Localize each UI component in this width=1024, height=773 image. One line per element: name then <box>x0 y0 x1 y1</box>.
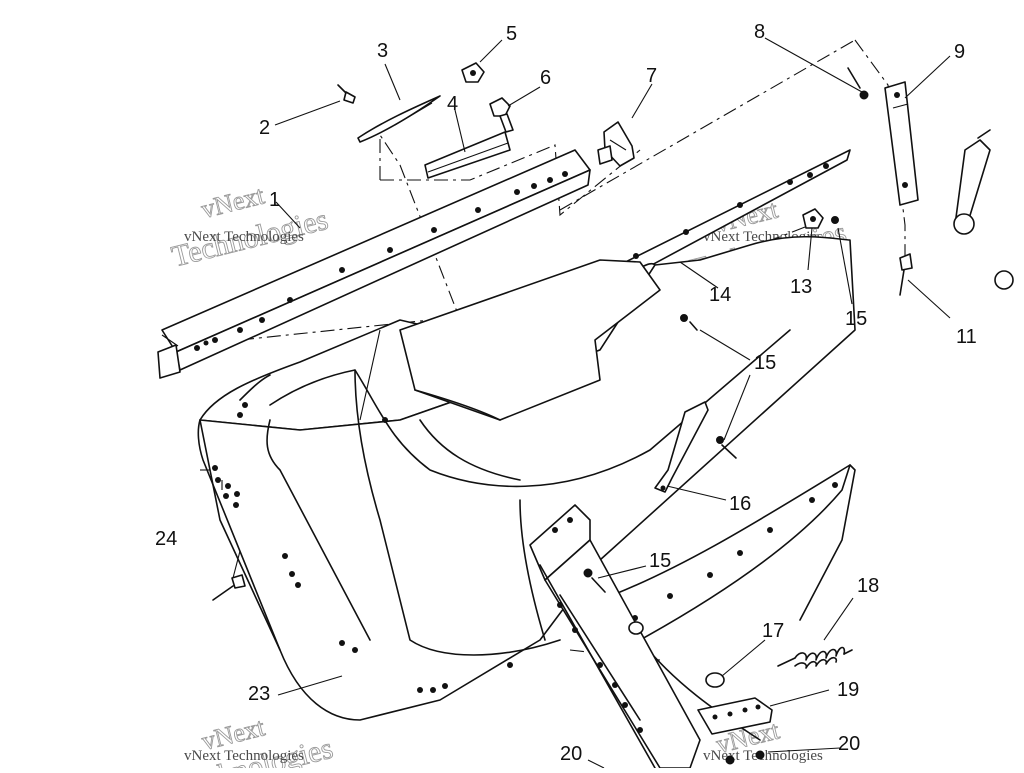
part-13-nut <box>802 208 824 229</box>
part-3-lens <box>357 95 441 143</box>
callout-2: 2 <box>259 117 270 139</box>
part-18-spring <box>777 646 853 669</box>
part-7-latch <box>597 121 635 167</box>
strut <box>953 129 1014 290</box>
svg-text:vNext Technologies: vNext Technologies <box>184 748 304 764</box>
part-17-plug <box>628 621 725 688</box>
callout-6: 6 <box>540 67 551 89</box>
callout-11: 11 <box>956 326 977 348</box>
callout-17: 17 <box>762 620 784 642</box>
part-16-bracket <box>654 401 709 493</box>
part-9-bracket <box>884 81 919 206</box>
callout-4: 4 <box>447 93 458 115</box>
callout-16: 16 <box>729 493 751 515</box>
svg-text:vNext: vNext <box>198 180 267 224</box>
callout-24: 24 <box>155 528 177 550</box>
callout-19: 19 <box>837 679 859 701</box>
callout-13: 13 <box>790 276 812 298</box>
callout-20-b: 20 <box>838 733 860 755</box>
callout-numbers: 1 2 3 4 5 6 7 8 9 11 13 14 15 15 15 15 1… <box>155 21 977 765</box>
callout-9: 9 <box>954 41 965 63</box>
part-6-bolt <box>489 97 514 133</box>
part-15-screw <box>583 216 839 593</box>
callout-20-a: 20 <box>560 743 582 765</box>
callout-14: 14 <box>709 284 731 306</box>
callout-15-a: 15 <box>845 308 867 330</box>
part-4-trim <box>424 131 511 179</box>
part-20-screw <box>725 750 765 765</box>
callout-1: 1 <box>269 189 280 211</box>
part-19-plate <box>697 697 773 735</box>
callout-8: 8 <box>754 21 765 43</box>
windshield-panel <box>359 259 661 421</box>
part-2-rivet <box>337 84 356 104</box>
part-8-screw <box>847 67 869 100</box>
leader-lines <box>232 37 951 769</box>
callout-3: 3 <box>377 40 388 62</box>
center-strip <box>529 504 701 769</box>
callout-18: 18 <box>857 575 879 597</box>
callout-15-c: 15 <box>649 550 671 572</box>
callout-15-b: 15 <box>754 352 776 374</box>
svg-text:vNext Technologies: vNext Technologies <box>184 229 304 245</box>
part-5-nut <box>461 62 485 83</box>
callout-5: 5 <box>506 23 517 45</box>
callout-7: 7 <box>646 65 657 87</box>
part-24-screw <box>212 574 246 601</box>
bumper-rail <box>157 149 591 379</box>
callout-23: 23 <box>248 683 270 705</box>
part-11-pin <box>899 253 913 296</box>
